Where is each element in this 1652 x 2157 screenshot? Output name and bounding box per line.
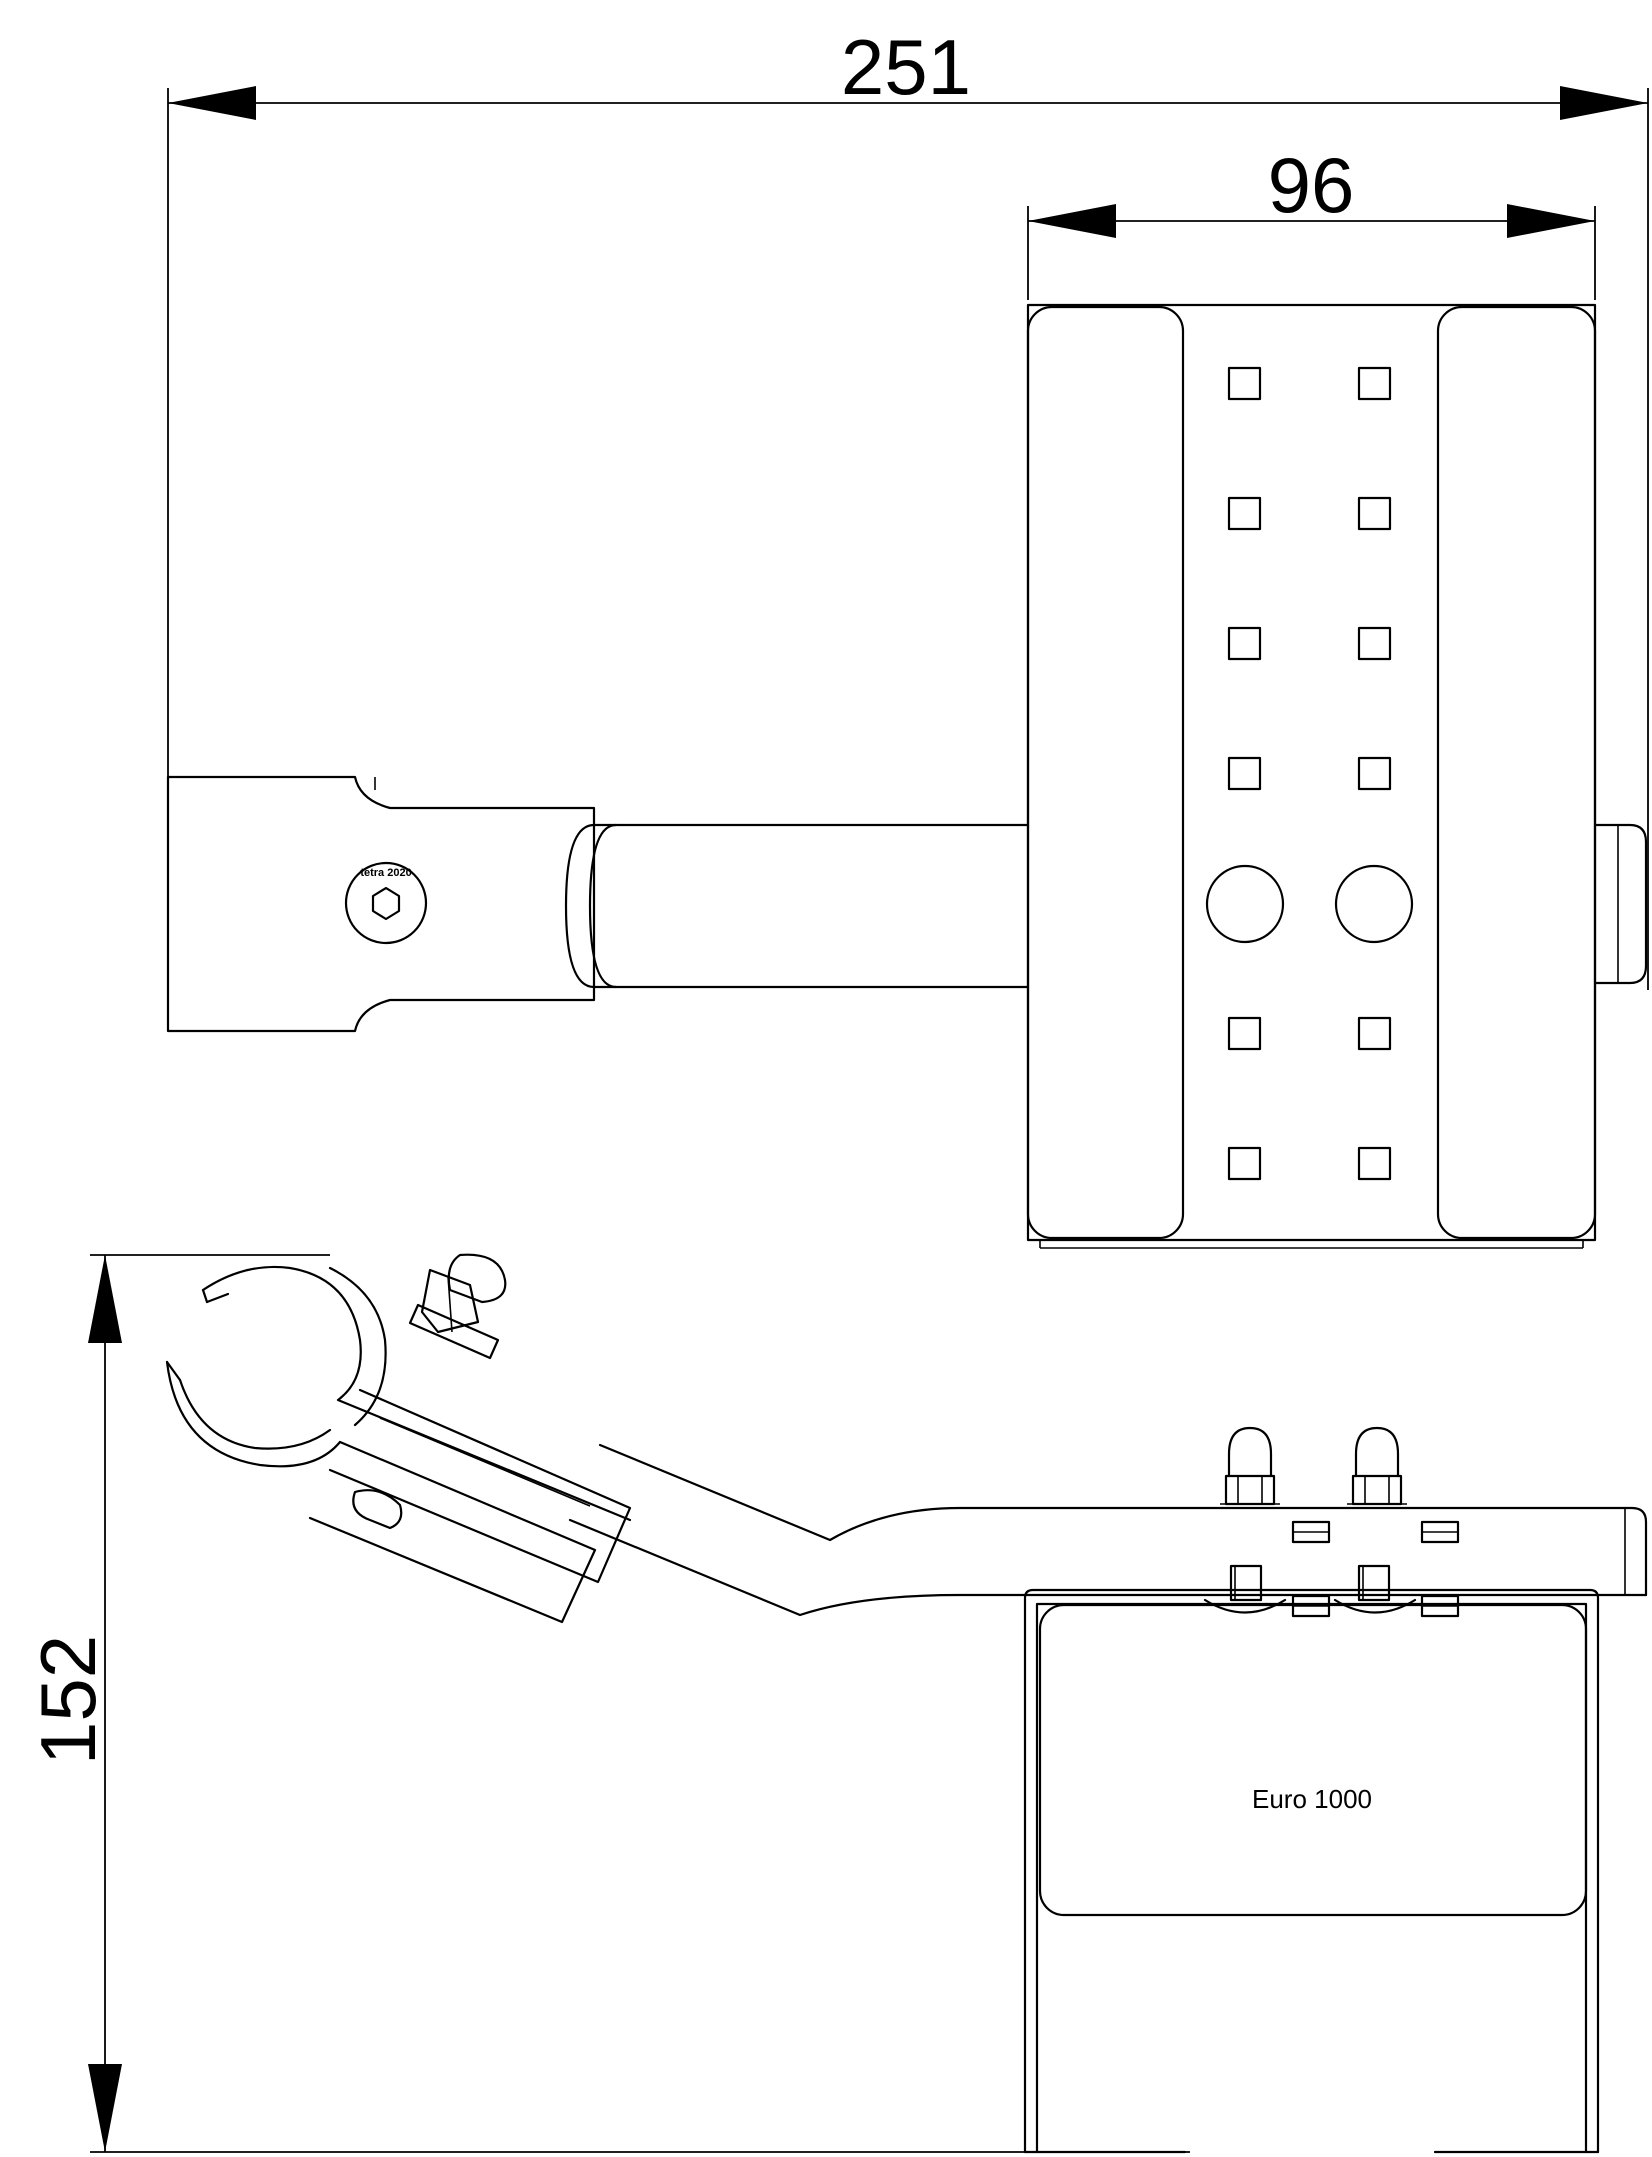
plate-flange-right (1436, 305, 1597, 1240)
dim-label-152: 152 (24, 1635, 112, 1765)
dimension-overall-height: 152 (24, 1254, 1190, 2153)
side-view: Euro 1000 (165, 1253, 1648, 2154)
clamp-upper-jaw (328, 1388, 632, 1584)
dimension-plate-width: 96 (1027, 141, 1596, 300)
dim-arrow-right (1560, 86, 1648, 120)
plate-flange-left (1026, 305, 1185, 1240)
clamp-bolt (408, 1253, 507, 1360)
bolt-head (1203, 1598, 1287, 1614)
arm-upper-edge (598, 1443, 1648, 1582)
square-holes (1227, 366, 1392, 1181)
bracket-channel (1023, 1588, 1600, 2154)
dim-label-251: 251 (841, 23, 971, 111)
clamp-lower-jaw (308, 1440, 597, 1624)
arm-lower-edge (568, 1518, 1648, 1617)
mounting-plate (1026, 303, 1597, 1242)
dimension-overall-width: 251 (167, 23, 1649, 990)
brand-logo: tetra 2020 (344, 861, 428, 945)
round-hole (1205, 864, 1285, 944)
plate-label: Euro 1000 (1252, 1784, 1372, 1814)
clamp-head (328, 1266, 387, 1427)
label-plate (1038, 1603, 1588, 1917)
acorn-nut (1347, 1426, 1407, 1506)
plate-tab (1593, 823, 1648, 985)
bolt-head (1333, 1598, 1417, 1614)
dim-arrow-left (1028, 204, 1116, 238)
dim-arrow-right (1507, 204, 1595, 238)
acorn-nut (1220, 1426, 1280, 1506)
dim-arrow-top (88, 1255, 122, 1343)
logo-text: tetra 2020 (360, 867, 411, 879)
dim-arrow-bottom (88, 2064, 122, 2152)
clamp-head (201, 1265, 632, 1522)
top-view: tetra 2020 (166, 303, 1648, 1249)
round-hole (1334, 864, 1414, 944)
hex-socket-icon (371, 886, 401, 921)
dim-arrow-left (168, 86, 256, 120)
dim-label-96: 96 (1268, 141, 1355, 229)
clamp-block (166, 775, 596, 1033)
